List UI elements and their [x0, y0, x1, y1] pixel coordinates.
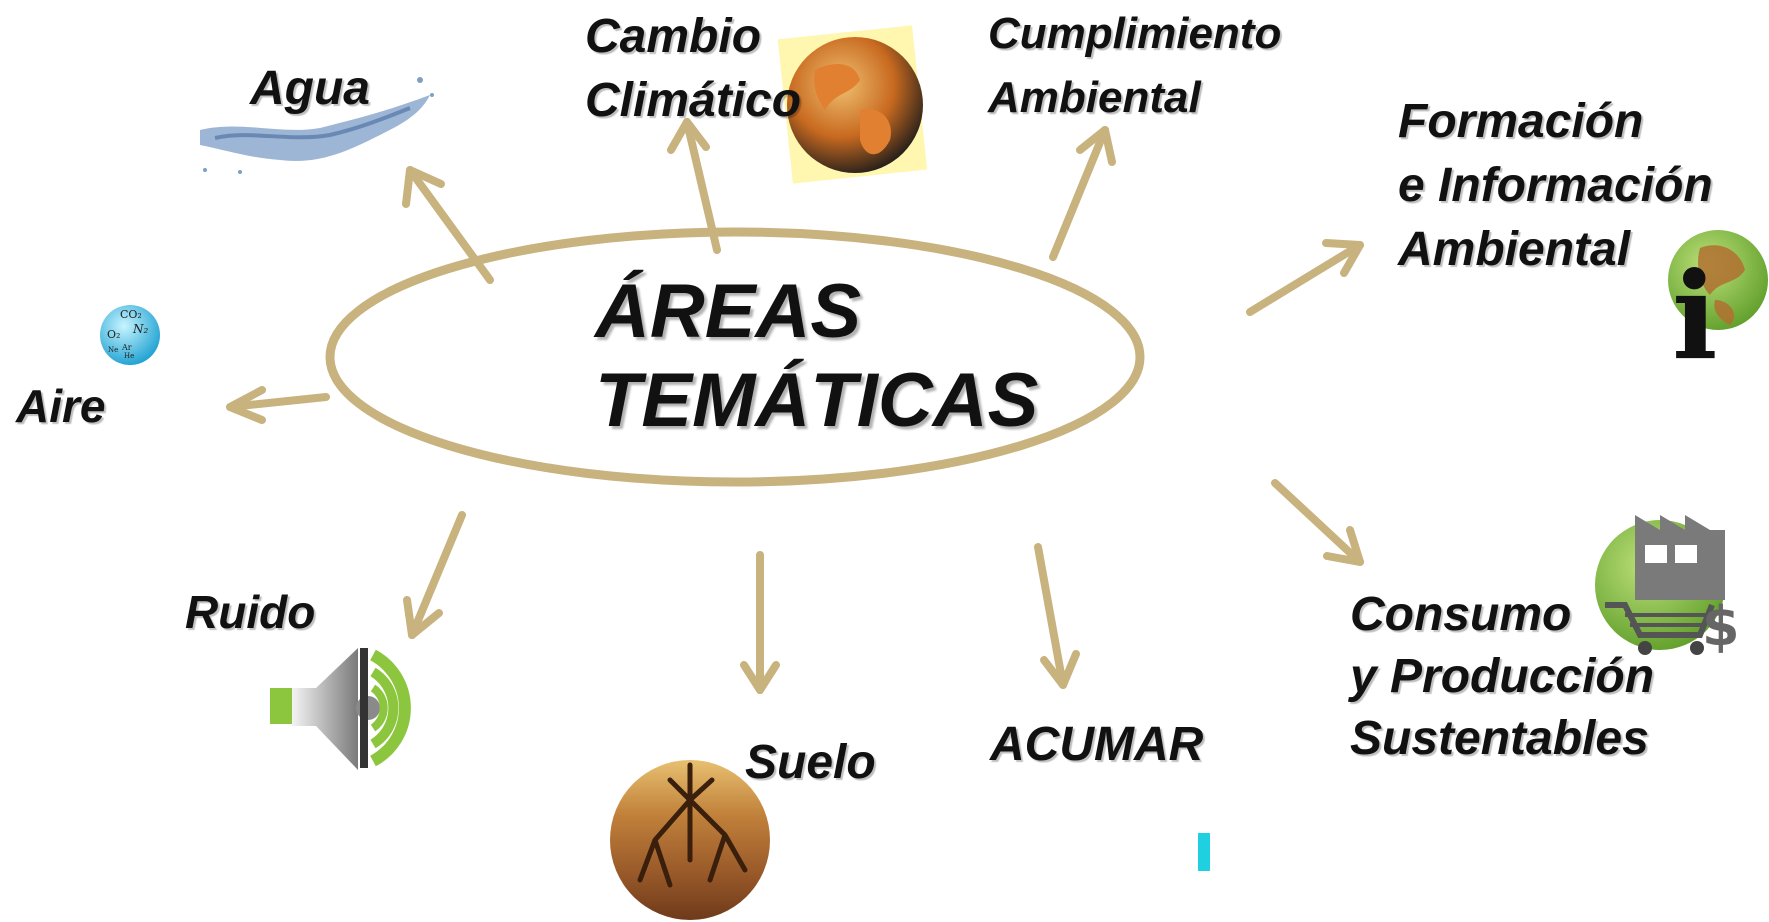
label-cambio-line2: Climático: [585, 74, 801, 127]
svg-text:O₂: O₂: [107, 328, 120, 341]
arrow-agua: [406, 166, 494, 284]
arrowhead-acumar: [1040, 650, 1080, 689]
cyan-bar: [1198, 833, 1210, 871]
label-cambio-line1: Cambio: [585, 10, 761, 63]
info-letter: i: [1672, 246, 1718, 387]
arrow-formacion: [1246, 241, 1364, 316]
label-consumo-line2: y Producción: [1348, 650, 1654, 703]
label-consumo-line1: Consumo: [1350, 588, 1571, 641]
arrowhead-cumplimiento: [1076, 126, 1116, 166]
label-agua: Agua: [249, 62, 370, 115]
globe-icon: [777, 25, 928, 184]
arrowhead-cambio: [667, 118, 710, 154]
arrow-aire: [226, 393, 330, 411]
dollar-sign: $: [1702, 595, 1740, 658]
arrowhead-ruido: [403, 596, 443, 639]
speaker-icon: [270, 648, 411, 770]
svg-text:Ne: Ne: [108, 346, 118, 354]
arrow-cambio: [683, 118, 721, 254]
arrowhead-suelo: [740, 661, 780, 694]
arrowhead-formacion: [1322, 239, 1364, 277]
svg-text:N₂: N₂: [132, 322, 149, 336]
central-ellipse: [325, 227, 1145, 487]
arrow-ruido: [408, 511, 466, 639]
svg-text:He: He: [124, 352, 134, 360]
center-title-line2: TEMÁTICAS: [595, 358, 1038, 443]
label-suelo: Suelo: [745, 736, 876, 789]
label-formacion-line3: Ambiental: [1397, 223, 1632, 276]
water-splash-icon: [200, 77, 434, 174]
center-title-line1: ÁREAS: [593, 269, 861, 354]
air-molecules-icon: CO₂ N₂ O₂ Ar He Ne: [100, 305, 160, 365]
factory-cart-icon: $: [1595, 515, 1740, 658]
arrowhead-agua: [402, 166, 445, 208]
label-cumplimiento-line2: Ambiental: [987, 73, 1201, 122]
label-formacion-line1: Formación: [1398, 95, 1643, 148]
label-cumplimiento-line1: Cumplimiento: [988, 9, 1281, 58]
label-acumar: ACUMAR: [989, 718, 1204, 771]
arrowhead-consumo: [1323, 526, 1364, 566]
svg-text:Ar: Ar: [121, 343, 132, 352]
soil-roots-icon: [610, 760, 770, 920]
arrowhead-aire: [226, 386, 266, 424]
arrow-cumplimiento: [1049, 126, 1109, 261]
label-consumo-line3: Sustentables: [1350, 712, 1649, 765]
arrow-consumo: [1271, 479, 1364, 566]
label-formacion-line2: e Información: [1398, 159, 1713, 212]
svg-text:CO₂: CO₂: [120, 308, 142, 321]
info-globe-icon: i: [1668, 230, 1768, 387]
arrows: [226, 118, 1364, 694]
label-aire: Aire: [15, 380, 105, 432]
label-ruido: Ruido: [185, 586, 315, 638]
arrow-acumar: [1034, 543, 1067, 689]
